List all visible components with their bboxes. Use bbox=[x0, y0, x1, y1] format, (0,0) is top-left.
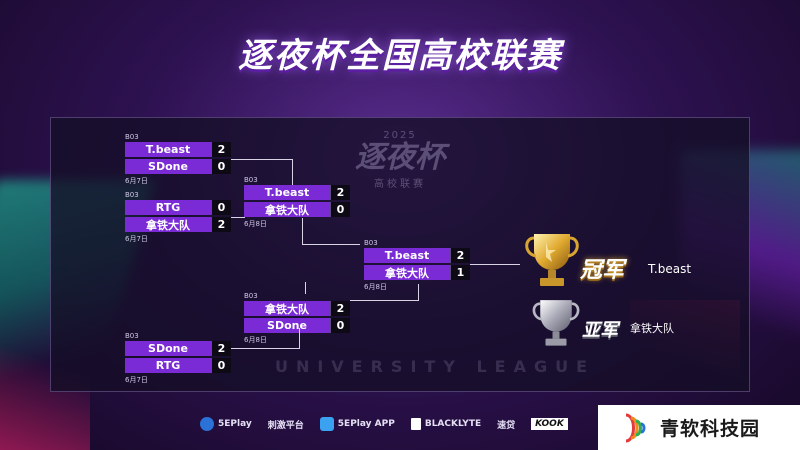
team-row: 拿铁大队 2 bbox=[244, 301, 350, 316]
bracket-connector bbox=[299, 328, 300, 348]
team-score: 2 bbox=[211, 142, 231, 157]
sponsor-name: 刺激平台 bbox=[267, 420, 304, 431]
match-format: B03 bbox=[125, 191, 139, 199]
sponsor-blacklyte: BLACKLYTE bbox=[410, 418, 482, 430]
team-name: T.beast bbox=[244, 185, 330, 200]
team-score: 1 bbox=[450, 265, 470, 280]
team-score: 0 bbox=[211, 200, 231, 215]
match-format: B03 bbox=[125, 332, 139, 340]
team-score: 2 bbox=[450, 248, 470, 263]
match-block: B03 拿铁大队 2 SDone 0 6月8日 bbox=[244, 292, 350, 345]
champion-label: 冠军 bbox=[580, 258, 625, 283]
brand-watermark: 青软科技园 bbox=[598, 405, 800, 450]
match-date: 6月7日 bbox=[125, 376, 148, 384]
team-score: 0 bbox=[330, 202, 350, 217]
match-format: B03 bbox=[244, 176, 258, 184]
sponsor-5eplay-app: 5EPlay APP bbox=[319, 417, 395, 431]
brand-name: 青软科技园 bbox=[660, 418, 761, 440]
league-emblem: 2025 逐夜杯 高校联赛 bbox=[340, 130, 460, 220]
team-row: 拿铁大队 2 bbox=[125, 217, 231, 232]
team-name: 拿铁大队 bbox=[244, 202, 330, 217]
match-date: 6月8日 bbox=[364, 283, 387, 291]
match-block: B03 RTG 0 拿铁大队 2 6月7日 bbox=[125, 191, 231, 244]
emblem-year: 2025 bbox=[383, 130, 417, 141]
match-date: 6月7日 bbox=[125, 177, 148, 185]
team-score: 2 bbox=[330, 185, 350, 200]
match-block: B03 T.beast 2 拿铁大队 0 6月8日 bbox=[244, 176, 350, 229]
team-score: 2 bbox=[330, 301, 350, 316]
team-row: T.beast 2 bbox=[364, 248, 470, 263]
team-name: RTG bbox=[125, 200, 211, 215]
match-date: 6月8日 bbox=[244, 336, 267, 344]
sponsor-5eplay: 5EPlay bbox=[200, 417, 252, 431]
match-block: B03 T.beast 2 SDone 0 6月7日 bbox=[125, 133, 231, 186]
bracket-connector bbox=[292, 159, 293, 185]
sponsor-sudai: 速贷 bbox=[497, 418, 515, 431]
bracket-connector bbox=[470, 264, 520, 265]
champion-team: T.beast bbox=[648, 262, 692, 276]
bracket-connector bbox=[350, 300, 418, 301]
sponsor-kook: KOOK bbox=[531, 418, 568, 430]
team-row: 拿铁大队 1 bbox=[364, 265, 470, 280]
team-name: 拿铁大队 bbox=[364, 265, 450, 280]
team-row: SDone 0 bbox=[125, 159, 231, 174]
league-watermark: UNIVERSITY LEAGUE bbox=[274, 357, 596, 376]
team-score: 0 bbox=[330, 318, 350, 333]
5eplay-logo-icon bbox=[200, 417, 214, 431]
sponsor-name: 速贷 bbox=[497, 420, 516, 431]
gold-trophy-icon bbox=[520, 228, 584, 294]
team-name: SDone bbox=[125, 341, 211, 356]
match-format: B03 bbox=[125, 133, 139, 141]
team-row: SDone 2 bbox=[125, 341, 231, 356]
bracket-connector bbox=[418, 284, 419, 301]
team-name: T.beast bbox=[125, 142, 211, 157]
runner-up-label: 亚军 bbox=[582, 320, 618, 341]
team-row: T.beast 2 bbox=[125, 142, 231, 157]
match-date: 6月8日 bbox=[244, 220, 267, 228]
match-format: B03 bbox=[364, 239, 378, 247]
5eplay-app-logo-icon bbox=[319, 417, 334, 431]
bracket-connector bbox=[231, 159, 293, 160]
sponsor-name: 5EPlay APP bbox=[337, 419, 395, 429]
team-name: RTG bbox=[125, 358, 211, 373]
team-name: SDone bbox=[244, 318, 330, 333]
tournament-title: 逐夜杯全国高校联赛 bbox=[238, 36, 562, 76]
match-block: B03 T.beast 2 拿铁大队 1 6月8日 bbox=[364, 239, 470, 292]
bracket-connector bbox=[231, 348, 300, 349]
team-score: 2 bbox=[211, 217, 231, 232]
runner-up-team: 拿铁大队 bbox=[630, 322, 674, 335]
emblem-main: 逐夜杯 bbox=[355, 140, 445, 175]
sponsor-name: KOOK bbox=[531, 418, 568, 430]
team-score: 0 bbox=[211, 159, 231, 174]
emblem-sub: 高校联赛 bbox=[374, 179, 426, 190]
match-format: B03 bbox=[244, 292, 258, 300]
blacklyte-logo-icon bbox=[410, 418, 421, 430]
sponsor-bar: 5EPlay 刺激平台 5EPlay APP BLACKLYTE 速贷 KOOK bbox=[200, 413, 568, 435]
team-name: SDone bbox=[125, 159, 211, 174]
team-row: RTG 0 bbox=[125, 200, 231, 215]
team-name: 拿铁大队 bbox=[244, 301, 330, 316]
team-row: RTG 0 bbox=[125, 358, 231, 373]
sponsor-name: BLACKLYTE bbox=[424, 419, 482, 429]
sponsor-name: 5EPlay bbox=[218, 419, 252, 429]
match-date: 6月7日 bbox=[125, 235, 148, 243]
team-name: T.beast bbox=[364, 248, 450, 263]
team-row: T.beast 2 bbox=[244, 185, 350, 200]
team-row: SDone 0 bbox=[244, 318, 350, 333]
bracket-connector bbox=[305, 282, 306, 294]
silver-trophy-icon bbox=[528, 294, 584, 354]
team-score: 0 bbox=[211, 358, 231, 373]
team-row: 拿铁大队 0 bbox=[244, 202, 350, 217]
bracket-connector bbox=[302, 244, 360, 245]
sponsor-platform: 刺激平台 bbox=[268, 418, 304, 431]
team-score: 2 bbox=[211, 341, 231, 356]
bracket-connector bbox=[231, 217, 245, 218]
brand-logo-icon bbox=[625, 413, 646, 442]
match-block: B03 SDone 2 RTG 0 6月7日 bbox=[125, 332, 231, 385]
team-name: 拿铁大队 bbox=[125, 217, 211, 232]
bracket-connector bbox=[302, 218, 303, 244]
